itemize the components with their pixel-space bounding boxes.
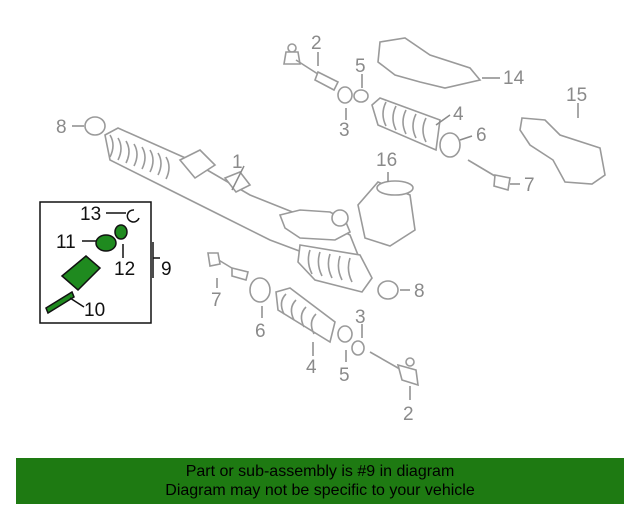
heat-shield (377, 37, 482, 89)
callout-2-upper: 2 (311, 33, 322, 54)
parts-diagram: 1 2 2 3 3 4 4 5 5 6 6 7 7 8 8 9 10 11 12… (39, 33, 606, 425)
callout-5-upper: 5 (355, 56, 366, 77)
sub-assembly-bolt (45, 290, 75, 315)
callout-4-upper: 4 (453, 104, 464, 125)
callout-1: 1 (232, 152, 243, 173)
callout-13: 13 (80, 204, 101, 225)
tie-rod-end-lower (369, 351, 419, 387)
sub-assembly-seal (95, 234, 117, 252)
tie-rod-end-upper (283, 43, 340, 92)
callout-4-lower: 4 (306, 357, 317, 378)
callout-10: 10 (84, 300, 105, 321)
sub-assembly-box (39, 201, 160, 324)
large-boot (357, 180, 416, 247)
sub-assembly-ring (114, 224, 128, 240)
boot-lower (275, 287, 336, 344)
callout-7-left: 7 (211, 290, 222, 311)
o-ring-lower (377, 280, 399, 300)
sub-assembly-clip (126, 209, 140, 223)
callout-11: 11 (56, 232, 76, 253)
nut-lower (351, 340, 365, 356)
o-ring-upper (84, 116, 106, 136)
callout-8-upper: 8 (56, 117, 67, 138)
callout-16: 16 (376, 150, 397, 171)
callout-3-upper: 3 (339, 120, 350, 141)
callout-2-lower: 2 (403, 404, 414, 425)
callout-3-lower: 3 (355, 307, 366, 328)
boot-upper (371, 97, 441, 152)
callout-6-upper: 6 (476, 125, 487, 146)
clamp-lower (337, 325, 353, 343)
ring-upper (439, 132, 461, 158)
callout-14: 14 (503, 68, 525, 89)
steering-rack (104, 127, 362, 269)
callout-5-lower: 5 (339, 365, 350, 386)
nut-upper (337, 86, 353, 104)
notice-line-2: Diagram may not be specific to your vehi… (165, 482, 475, 499)
sub-assembly-body (60, 255, 102, 292)
ring-lower (249, 277, 271, 303)
callout-8-lower: 8 (414, 281, 425, 302)
callout-9: 9 (161, 259, 172, 280)
callout-12: 12 (114, 259, 135, 280)
rack-boot-right (297, 244, 373, 293)
notice-banner: Part or sub-assembly is #9 in diagram Di… (16, 458, 624, 504)
clamp-upper (353, 89, 369, 103)
inner-tie-rod-left (207, 252, 249, 281)
notice-line-1: Part or sub-assembly is #9 in diagram (185, 463, 455, 480)
mount-bracket (519, 117, 606, 185)
inner-tie-rod-right (467, 159, 511, 192)
callout-15: 15 (566, 85, 587, 106)
callout-7-right: 7 (524, 175, 535, 196)
callout-6-lower: 6 (255, 321, 266, 342)
